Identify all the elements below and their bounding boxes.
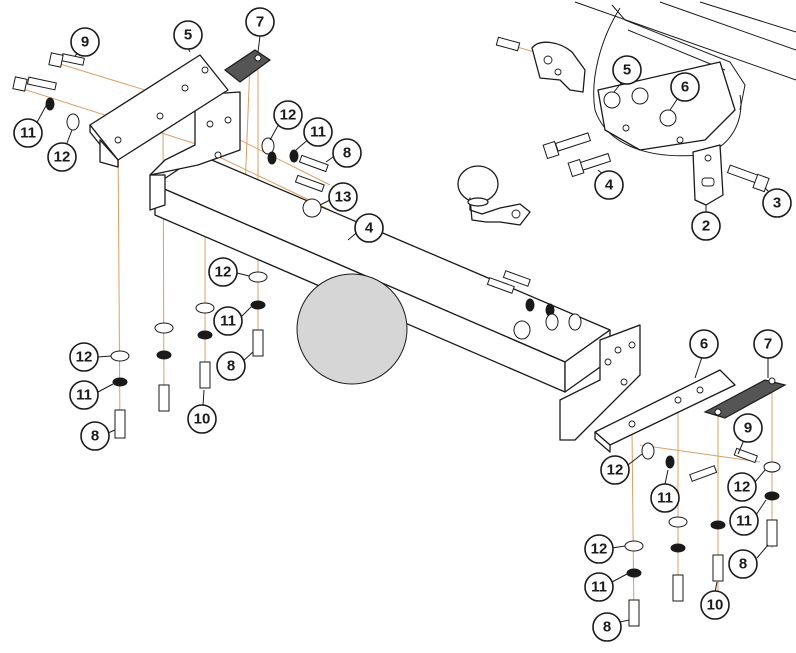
svg-text:8: 8 <box>343 145 351 162</box>
callout-12-b: 12 <box>273 100 303 130</box>
tow-ball <box>457 165 531 226</box>
svg-text:11: 11 <box>736 513 752 530</box>
svg-text:8: 8 <box>91 428 99 445</box>
callout-8-b: 8 <box>216 351 246 381</box>
svg-text:7: 7 <box>256 14 264 31</box>
part-4-bolts <box>542 132 612 178</box>
part-5-bracket <box>89 54 229 168</box>
svg-text:12: 12 <box>607 462 624 479</box>
part-2-plate <box>692 144 724 206</box>
callouts: 9 5 7 11 12 12 <box>13 7 792 642</box>
callout-4-b: 4 <box>594 170 624 200</box>
callout-12-g: 12 <box>584 534 614 564</box>
part-6-bracket <box>594 369 736 453</box>
svg-text:5: 5 <box>623 62 631 79</box>
right-middle-fasteners <box>486 270 582 340</box>
svg-text:11: 11 <box>657 490 673 507</box>
callout-8-a: 8 <box>332 138 362 168</box>
callout-11-g: 11 <box>584 572 614 602</box>
svg-text:12: 12 <box>591 541 608 558</box>
callout-11-b: 11 <box>303 117 333 147</box>
svg-text:12: 12 <box>215 264 232 281</box>
svg-text:11: 11 <box>591 579 607 596</box>
svg-text:6: 6 <box>681 79 689 96</box>
callout-9: 9 <box>70 27 100 57</box>
part-7-plate-right <box>703 377 787 419</box>
svg-text:2: 2 <box>702 218 710 235</box>
svg-text:11: 11 <box>220 313 236 330</box>
svg-text:6: 6 <box>700 336 708 353</box>
callout-11-d: 11 <box>69 380 99 410</box>
callout-5: 5 <box>173 20 203 50</box>
callout-12-c: 12 <box>208 257 238 287</box>
part-3-bolt <box>726 164 770 193</box>
left-top-fasteners <box>12 52 329 218</box>
callout-6-b: 6 <box>689 329 719 359</box>
callout-3: 3 <box>762 188 792 218</box>
callout-10-b: 10 <box>700 590 730 620</box>
callout-11-e: 11 <box>650 483 680 513</box>
callout-8-d: 8 <box>728 549 758 579</box>
svg-text:12: 12 <box>280 107 297 124</box>
detail-circle <box>296 273 408 385</box>
sensor-bracket <box>495 36 586 93</box>
callout-12-d: 12 <box>69 342 99 372</box>
svg-text:3: 3 <box>773 195 781 212</box>
svg-text:8: 8 <box>739 556 747 573</box>
callout-9-b: 9 <box>733 413 763 443</box>
callout-11-a: 11 <box>13 118 43 148</box>
svg-text:10: 10 <box>707 597 724 614</box>
vehicle-body-outline <box>574 1 796 157</box>
callout-12-f: 12 <box>727 472 757 502</box>
svg-text:11: 11 <box>310 124 326 141</box>
callout-7: 7 <box>245 7 275 37</box>
callout-8-e: 8 <box>592 612 622 642</box>
svg-text:13: 13 <box>335 189 352 206</box>
callout-5-b: 5 <box>612 55 642 85</box>
car-bracket-nuts <box>603 87 677 127</box>
callout-12-e: 12 <box>600 455 630 485</box>
svg-text:12: 12 <box>76 349 93 366</box>
part-7-plate-left <box>223 49 272 83</box>
svg-text:4: 4 <box>605 177 614 194</box>
svg-text:11: 11 <box>20 125 36 142</box>
callout-2: 2 <box>691 211 721 241</box>
svg-text:9: 9 <box>81 34 89 51</box>
callout-7-b: 7 <box>753 329 783 359</box>
callout-6-a: 6 <box>670 72 700 102</box>
svg-text:9: 9 <box>744 420 752 437</box>
callout-8-c: 8 <box>80 421 110 451</box>
callout-10-a: 10 <box>187 404 217 434</box>
callout-11-f: 11 <box>729 506 759 536</box>
callout-11-c: 11 <box>213 306 243 336</box>
svg-text:11: 11 <box>76 387 92 404</box>
svg-text:4: 4 <box>365 220 374 237</box>
svg-text:8: 8 <box>227 358 235 375</box>
svg-text:12: 12 <box>734 479 751 496</box>
left-lower-fasteners <box>110 271 268 439</box>
svg-text:5: 5 <box>184 27 192 44</box>
svg-text:8: 8 <box>603 619 611 636</box>
svg-text:10: 10 <box>194 411 211 428</box>
callout-4-a: 4 <box>354 213 384 243</box>
svg-text:12: 12 <box>54 149 71 166</box>
callout-12-a: 12 <box>47 142 77 172</box>
svg-text:7: 7 <box>764 336 772 353</box>
callout-13: 13 <box>328 182 358 212</box>
